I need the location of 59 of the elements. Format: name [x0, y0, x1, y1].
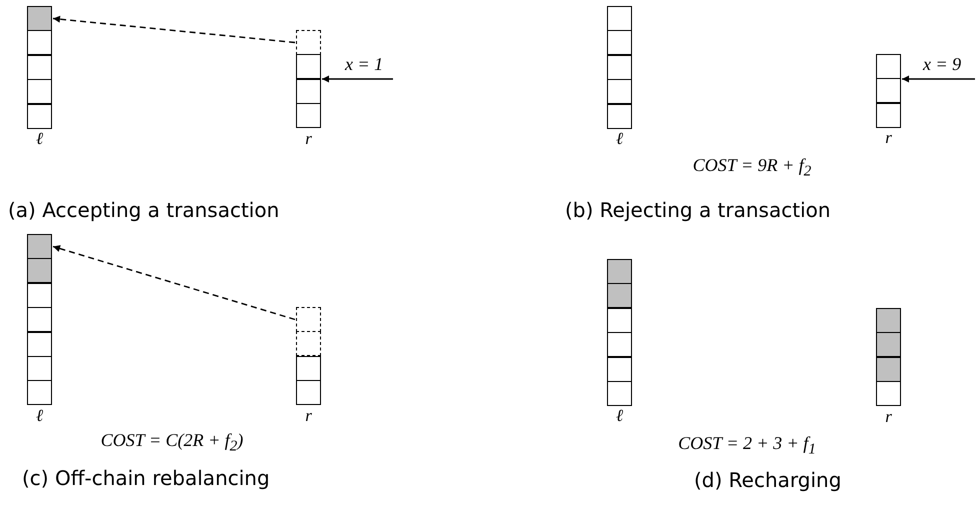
balance-cell — [607, 356, 632, 382]
panel-caption: (a) Accepting a transaction — [8, 198, 280, 222]
balance-cell — [607, 308, 632, 333]
balance-cell — [296, 54, 321, 80]
stack-label: r — [885, 129, 892, 148]
cost-formula: COST = 9R + f$_{2}$ — [692, 155, 812, 181]
balance-cell — [876, 54, 901, 79]
balance-cell — [27, 258, 52, 284]
balance-cell — [607, 381, 632, 406]
balance-cell — [876, 356, 901, 382]
dashed-arrow — [52, 16, 296, 44]
balance-cell — [607, 79, 632, 104]
stack-label: r — [305, 406, 312, 425]
balance-cell — [27, 6, 52, 31]
balance-cell — [607, 332, 632, 358]
balance-cell — [27, 104, 52, 129]
balance-cell — [296, 30, 321, 55]
balance-cell — [607, 30, 632, 56]
balance-cell — [296, 103, 321, 128]
balance-cell — [607, 283, 632, 308]
balance-cell — [27, 79, 52, 104]
arrow — [322, 76, 393, 82]
panel-caption: (b) Rejecting a transaction — [565, 198, 831, 222]
panel-caption: (d) Recharging — [694, 468, 842, 492]
stack-label: ℓ — [36, 406, 44, 425]
balance-cell — [27, 332, 52, 357]
balance-cell — [607, 104, 632, 129]
balance-cell — [27, 30, 52, 56]
edge-label: x = 9 — [923, 54, 962, 75]
balance-cell — [27, 54, 52, 80]
cost-formula: COST = C(2R + f$_{2}$) — [100, 430, 244, 456]
arrow — [902, 76, 975, 82]
balance-cell — [27, 282, 52, 308]
balance-cell — [876, 308, 901, 333]
balance-cell — [876, 78, 901, 104]
stack-label: r — [885, 408, 892, 426]
cost-formula: COST = 2 + 3 + f$_{1}$ — [678, 433, 816, 459]
balance-cell — [27, 380, 52, 406]
balance-cell — [296, 380, 321, 406]
balance-cell — [296, 331, 321, 356]
balance-cell — [27, 234, 52, 259]
balance-cell — [876, 332, 901, 358]
balance-cell — [27, 307, 52, 332]
panel-caption: (c) Off-chain rebalancing — [22, 466, 270, 490]
stack-label: ℓ — [616, 130, 624, 148]
balance-cell — [296, 307, 321, 332]
balance-cell — [607, 6, 632, 31]
balance-cell — [296, 78, 321, 104]
balance-cell — [27, 356, 52, 381]
balance-cell — [296, 356, 321, 381]
edge-label: x = 1 — [345, 54, 384, 75]
balance-cell — [607, 259, 632, 284]
balance-cell — [876, 102, 901, 128]
stack-label: ℓ — [616, 407, 624, 426]
balance-cell — [876, 381, 901, 406]
balance-cell — [607, 54, 632, 80]
stack-label: ℓ — [36, 130, 44, 148]
dashed-arrow — [52, 245, 296, 320]
stack-label: r — [305, 130, 312, 148]
